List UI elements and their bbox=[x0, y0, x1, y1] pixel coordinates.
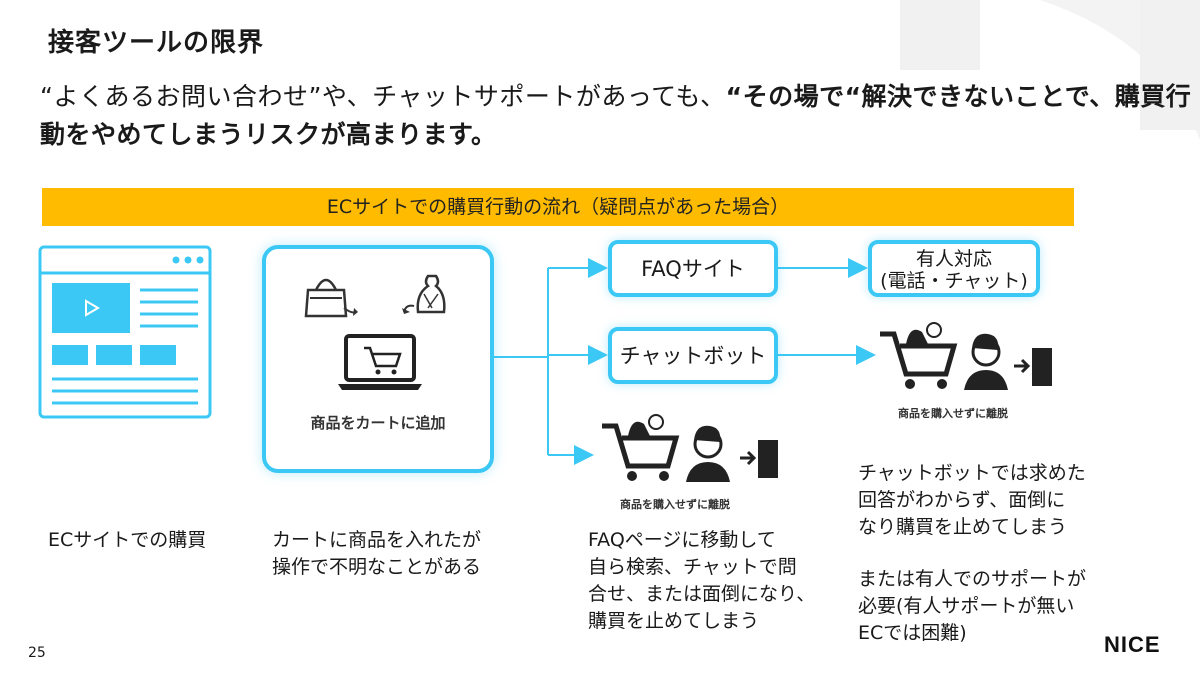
lead-text-bold: “その場で“解決できないことで、購買行動をやめてしまうリスクが高まります。 bbox=[40, 82, 1192, 149]
shopping-cart-icon bbox=[880, 322, 958, 389]
chatbot-node: チャットボット bbox=[608, 327, 778, 384]
desc-human-line: ECでは困難) bbox=[858, 622, 967, 644]
human-support-line1: 有人対応 bbox=[915, 248, 992, 270]
desc-chatbot-line: なり購買を止めてしまう bbox=[858, 516, 1068, 538]
faq-site-node: FAQサイト bbox=[608, 240, 778, 297]
money-bag-icon bbox=[402, 274, 446, 314]
person-icon bbox=[964, 333, 1008, 390]
desc-human-line: または有人でのサポートが bbox=[858, 568, 1087, 590]
lead-text: “よくあるお問い合わせ”や、チャットサポートがあっても、“その場で“解決できない… bbox=[40, 78, 1195, 154]
desc-cart-line: 操作で不明なことがある bbox=[272, 556, 482, 578]
shopping-cart-icon bbox=[602, 414, 680, 481]
desc-ec-purchase: ECサイトでの購買 bbox=[48, 529, 207, 551]
leave-group-2 bbox=[880, 322, 1052, 390]
flow-banner: ECサイトでの購買行動の流れ（疑問点があった場合） bbox=[42, 188, 1074, 226]
exit-door-icon bbox=[740, 440, 778, 478]
desc-human-line: 必要(有人サポートが無い bbox=[858, 595, 1075, 617]
leave-label-1: 商品を購入せずに離脱 bbox=[620, 498, 730, 511]
desc-chatbot-line: 回答がわからず、面倒に bbox=[858, 489, 1066, 511]
desc-faq-line: 自ら検索、チャットで問 bbox=[588, 556, 797, 578]
desc-chatbot-path: チャットボットでは求めた 回答がわからず、面倒に なり購買を止めてしまう bbox=[858, 460, 1086, 541]
page-number: 25 bbox=[28, 645, 46, 661]
handbag-icon bbox=[304, 278, 358, 318]
desc-faq-line: 合せ、または面倒になり、 bbox=[588, 583, 816, 605]
desc-faq-line: 購買を止めてしまう bbox=[588, 610, 760, 632]
lead-text-normal: “よくあるお問い合わせ”や、チャットサポートがあっても、 bbox=[40, 82, 726, 111]
browser-window-icon bbox=[38, 245, 212, 419]
add-to-cart-label: 商品をカートに追加 bbox=[310, 414, 446, 432]
page-title: 接客ツールの限界 bbox=[48, 28, 265, 58]
laptop-cart-icon bbox=[338, 334, 422, 390]
desc-faq-line: FAQページに移動して bbox=[588, 529, 776, 551]
nice-logo: NICE bbox=[1104, 632, 1161, 657]
desc-cart-issue: カートに商品を入れたが 操作で不明なことがある bbox=[272, 527, 481, 581]
desc-faq-path: FAQページに移動して 自ら検索、チャットで問 合せ、または面倒になり、 購買を… bbox=[588, 527, 815, 635]
leave-group-1 bbox=[602, 414, 778, 482]
add-to-cart-box bbox=[262, 245, 494, 473]
human-support-node: 有人対応 (電話・チャット) bbox=[868, 240, 1040, 297]
person-icon bbox=[686, 425, 730, 482]
desc-chatbot-line: チャットボットでは求めた bbox=[858, 462, 1086, 484]
desc-cart-line: カートに商品を入れたが bbox=[272, 529, 482, 551]
desc-human-path: または有人でのサポートが 必要(有人サポートが無い ECでは困難) bbox=[858, 566, 1086, 647]
human-support-line2: (電話・チャット) bbox=[880, 270, 1028, 292]
exit-door-icon bbox=[1014, 348, 1052, 386]
leave-label-2: 商品を購入せずに離脱 bbox=[898, 407, 1008, 420]
